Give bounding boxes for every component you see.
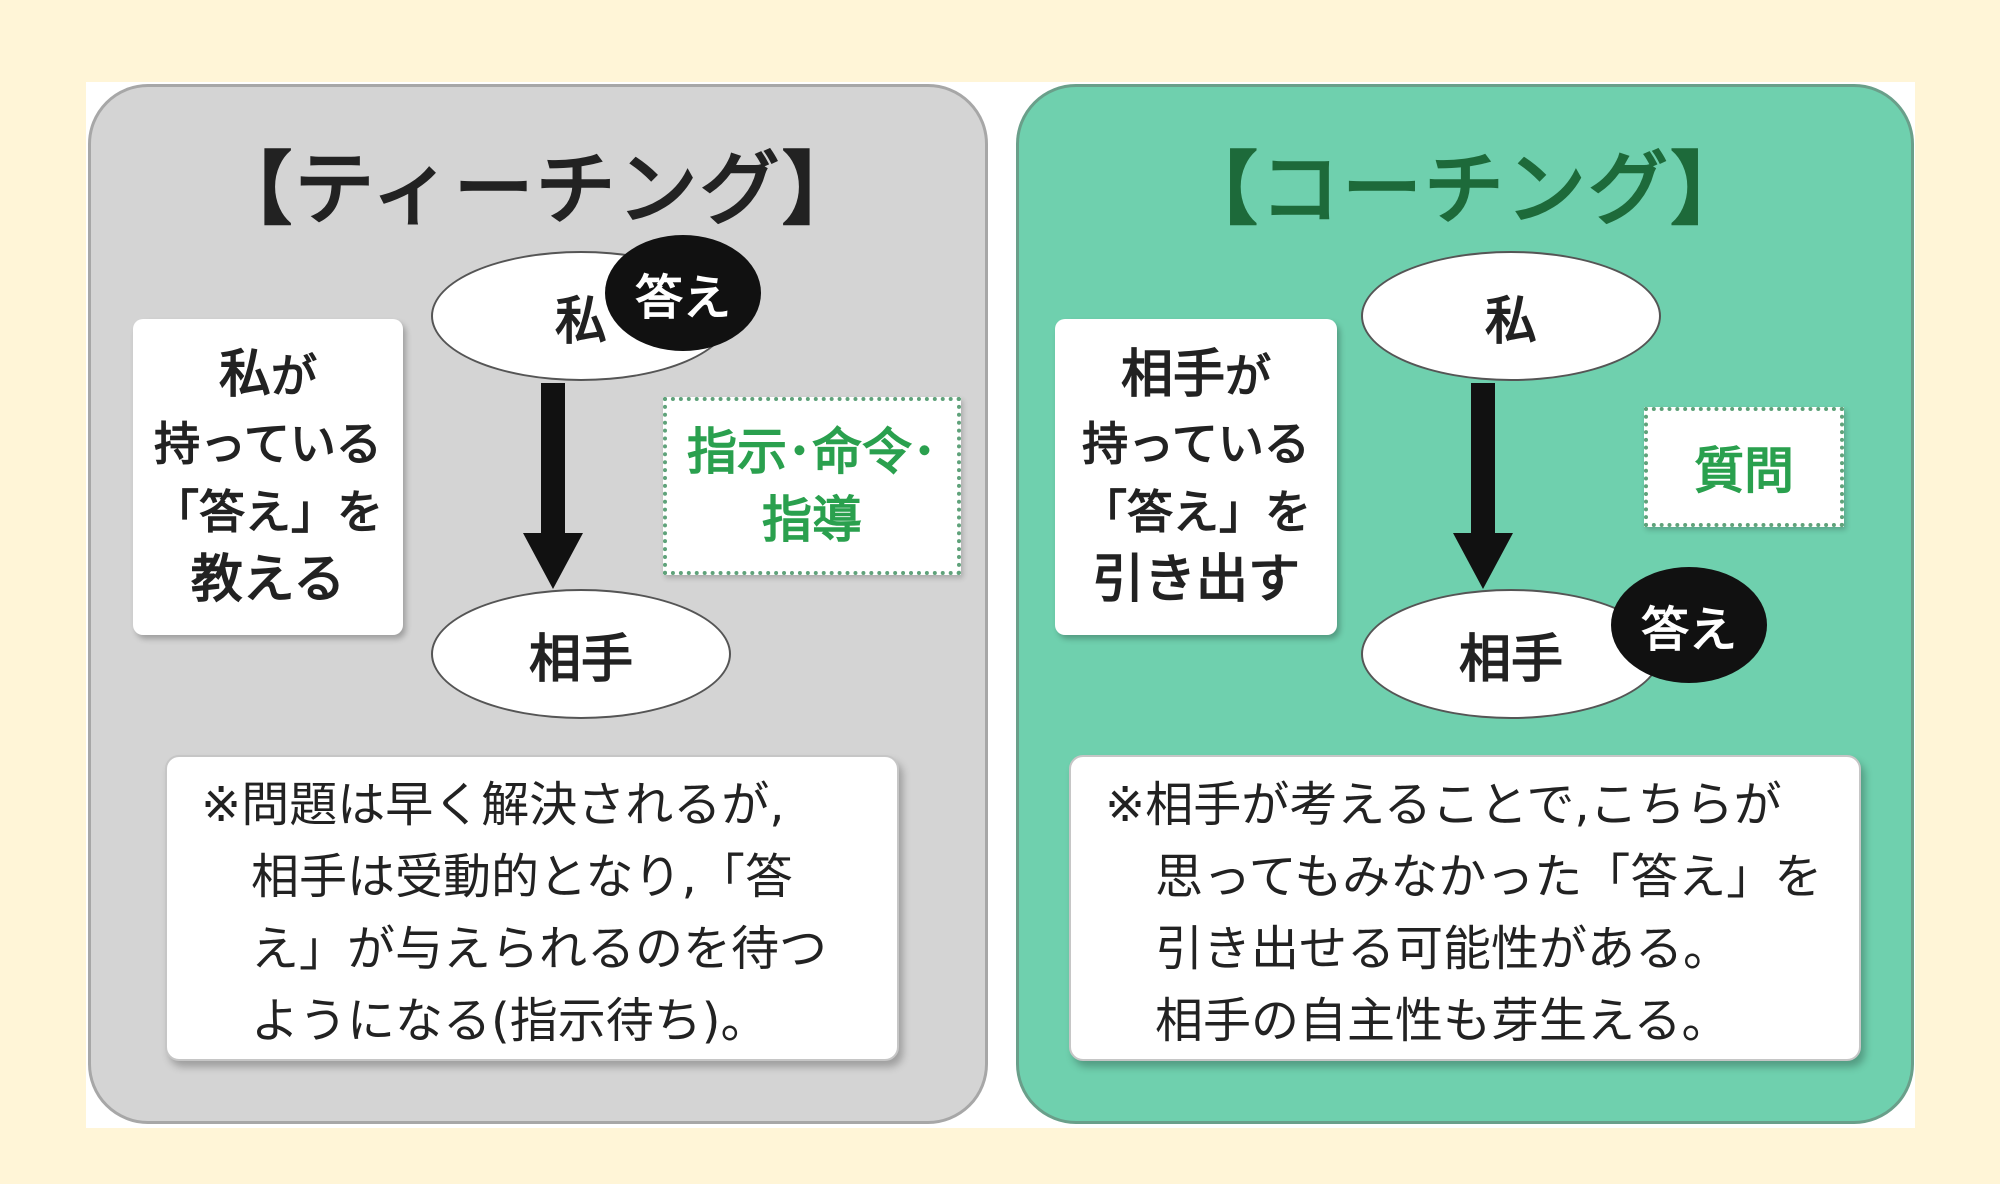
teaching-note-line3: え」が与えられるのを待つ [251,921,828,977]
teaching-note-line1: ※問題は早く解決されるが, [201,777,785,833]
coaching-note: ※相手が考えることで,こちらが 思ってもみなかった「答え」を 引き出せる可能性が… [1069,755,1861,1061]
coaching-title: 【コーチング】 [1178,143,1752,236]
teaching-description-particle: が [271,348,317,403]
coaching-description-line3: 「答え」を [1081,484,1311,539]
coaching-description-line4: 引き出す [1091,549,1300,610]
teaching-description-subject: 私 [218,344,271,405]
coaching-description-line2: 持っている [1082,416,1310,471]
coaching-note-line4: 相手の自主性も芽生える。 [1155,993,1730,1049]
teaching-description-line2: 持っている [154,416,382,471]
teaching-note-line2: 相手は受動的となり,「答 [251,849,793,905]
coaching-panel: 【コーチング】 相手が 持っている 「答え」を 引き出す 私 相手 答え 質問 … [1016,84,1914,1124]
teaching-description-line3: 「答え」を [153,484,383,539]
teaching-description-line4: 教える [190,549,346,610]
coaching-node-self: 私 [1361,251,1661,381]
teaching-description: 私が 持っている 「答え」を 教える [133,319,403,635]
teaching-method-line2: 指導 [762,491,862,549]
teaching-panel: 【ティーチング】 私が 持っている 「答え」を 教える 私 答え 相手 指示･命… [88,84,988,1124]
coaching-method-line1: 質問 [1694,442,1794,500]
teaching-description-line1: 私が [133,341,403,410]
coaching-description-subject: 相手 [1120,344,1225,405]
coaching-answer-badge: 答え [1611,567,1767,683]
coaching-down-arrow-icon [1453,383,1513,589]
coaching-method-box: 質問 [1644,407,1844,527]
coaching-description-line1: 相手が [1055,341,1337,410]
coaching-description-particle: が [1225,348,1271,403]
teaching-answer-badge: 答え [605,235,761,351]
teaching-down-arrow-icon [523,383,583,589]
coaching-note-line3: 引き出せる可能性がある。 [1155,921,1732,977]
coaching-note-line1: ※相手が考えることで,こちらが [1105,777,1782,833]
teaching-node-partner: 相手 [431,589,731,719]
teaching-note: ※問題は早く解決されるが, 相手は受動的となり,「答 え」が与えられるのを待つ … [165,755,899,1061]
teaching-title: 【ティーチング】 [212,143,864,236]
coaching-note-line2: 思ってもみなかった「答え」を [1155,849,1823,905]
coaching-description: 相手が 持っている 「答え」を 引き出す [1055,319,1337,635]
teaching-method-line1: 指示･命令･ [687,423,937,481]
teaching-method-box: 指示･命令･ 指導 [663,397,961,575]
teaching-note-line4: ようになる(指示待ち)。 [251,993,769,1049]
